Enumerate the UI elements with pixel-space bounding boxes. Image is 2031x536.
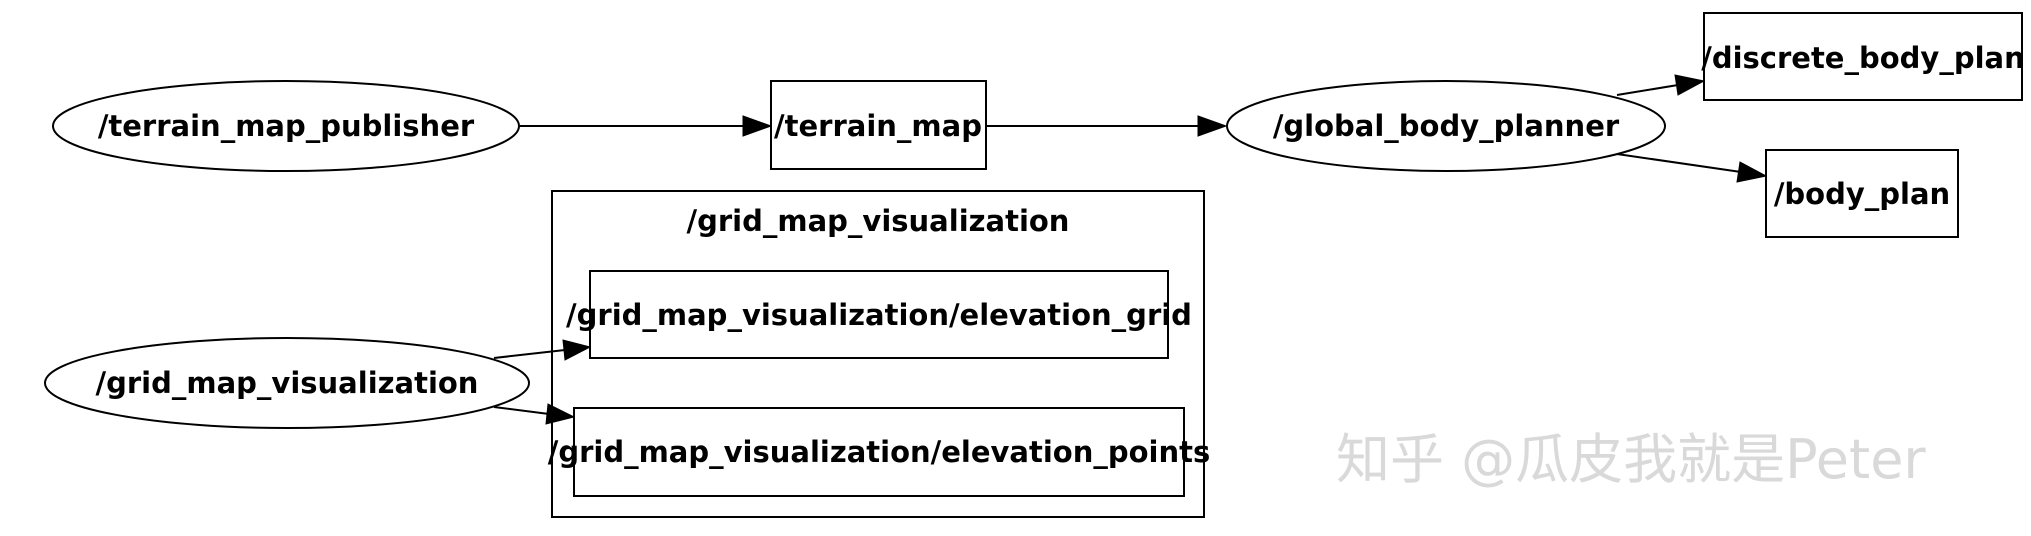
arrowhead [1197, 115, 1228, 137]
topic-elevation-grid[interactable]: /grid_map_visualization/elevation_grid [566, 270, 1192, 359]
topic-label: /discrete_body_plan [1701, 41, 2025, 75]
node-ellipse [52, 80, 520, 172]
node-ellipse [44, 337, 530, 429]
topic-elevation-points[interactable]: /grid_map_visualization/elevation_points [548, 407, 1211, 497]
cluster-label: /grid_map_visualization [687, 204, 1070, 238]
arrowhead [1736, 161, 1768, 183]
arrowhead [742, 115, 773, 137]
topic-box [1765, 149, 1959, 238]
topic-box [589, 270, 1169, 359]
arrowhead [562, 339, 592, 361]
node-terrain-map-publisher[interactable]: /terrain_map_publisher [52, 80, 520, 172]
topic-label: /grid_map_visualization/elevation_points [548, 435, 1211, 469]
node-ellipse [1226, 80, 1666, 172]
topic-body-plan[interactable]: /body_plan [1765, 149, 1959, 238]
edge-grid-map-visualization-to-elevation-points[interactable] [493, 403, 576, 425]
node-grid-map-visualization[interactable]: /grid_map_visualization [44, 337, 530, 429]
edge-global-body-planner-to-discrete-body-plan[interactable] [1616, 74, 1706, 96]
topic-discrete-body-plan[interactable]: /discrete_body_plan [1701, 12, 2025, 101]
topic-box [573, 407, 1185, 497]
topic-terrain-map[interactable]: /terrain_map [770, 80, 987, 170]
topic-label: /terrain_map [774, 109, 982, 143]
topic-label: /body_plan [1774, 177, 1950, 211]
topic-label: /grid_map_visualization/elevation_grid [566, 298, 1192, 332]
edge-terrain-map-publisher-to-terrain-map[interactable] [520, 115, 773, 137]
node-global-body-planner[interactable]: /global_body_planner [1226, 80, 1666, 172]
topic-box [770, 80, 987, 170]
edge-global-body-planner-to-body-plan[interactable] [1616, 153, 1768, 183]
arrowhead [545, 403, 576, 425]
edge-grid-map-visualization-to-elevation-grid[interactable] [493, 339, 592, 361]
node-label: /global_body_planner [1273, 109, 1620, 143]
edges [493, 74, 1768, 425]
node-label: /terrain_map_publisher [98, 109, 475, 143]
node-label: /grid_map_visualization [96, 366, 479, 400]
watermark-text: 知乎 @瓜皮我就是Peter [1336, 428, 1926, 491]
edge-terrain-map-to-global-body-planner[interactable] [986, 115, 1228, 137]
arrowhead [1674, 74, 1706, 96]
topic-box [1703, 12, 2023, 101]
